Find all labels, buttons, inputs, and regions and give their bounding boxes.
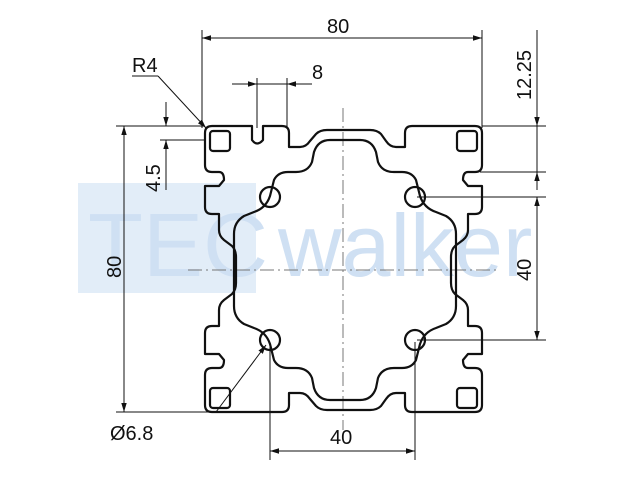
outer-contour: [203, 124, 484, 414]
dim-pitch-right: 40: [417, 196, 546, 341]
dim-pitch-bottom-label: 40: [330, 427, 352, 449]
dim-offset-right-label: 12.25: [514, 50, 536, 100]
dim-pitch-bottom: 40: [269, 342, 416, 460]
dim-radius-label: R4: [132, 55, 158, 77]
corner-channel-bottom-left: [208, 386, 232, 410]
dim-radius: R4: [132, 55, 207, 129]
dim-width-top-label: 80: [327, 16, 349, 38]
watermark-box: [78, 183, 256, 293]
dim-pitch-right-label: 40: [514, 259, 536, 281]
dim-height-left-label: 80: [104, 256, 126, 278]
corner-channel-bottom-right: [455, 386, 479, 410]
watermark-logo: TEC walker: [78, 183, 532, 296]
center-lines: [188, 108, 500, 430]
central-cavity: [232, 138, 458, 402]
aluminium-profile: [203, 124, 484, 414]
corner-channel-top-left: [208, 129, 232, 153]
dim-width-top: 80: [201, 16, 483, 128]
dim-hole-diameter-label: Ø6.8: [110, 423, 153, 445]
dim-hole-diameter: Ø6.8: [110, 344, 267, 445]
dim-offset-right: 12.25: [480, 30, 546, 190]
dim-slot-width-label: 8: [312, 62, 323, 84]
watermark-text-right: walker: [277, 196, 532, 295]
watermark-text-left: TEC: [88, 196, 268, 296]
core-hole-top-left: [258, 185, 282, 209]
dim-slot-width: 8: [232, 62, 323, 128]
corner-channel-top-right: [455, 129, 479, 153]
dim-depth-label: 4.5: [143, 164, 165, 192]
